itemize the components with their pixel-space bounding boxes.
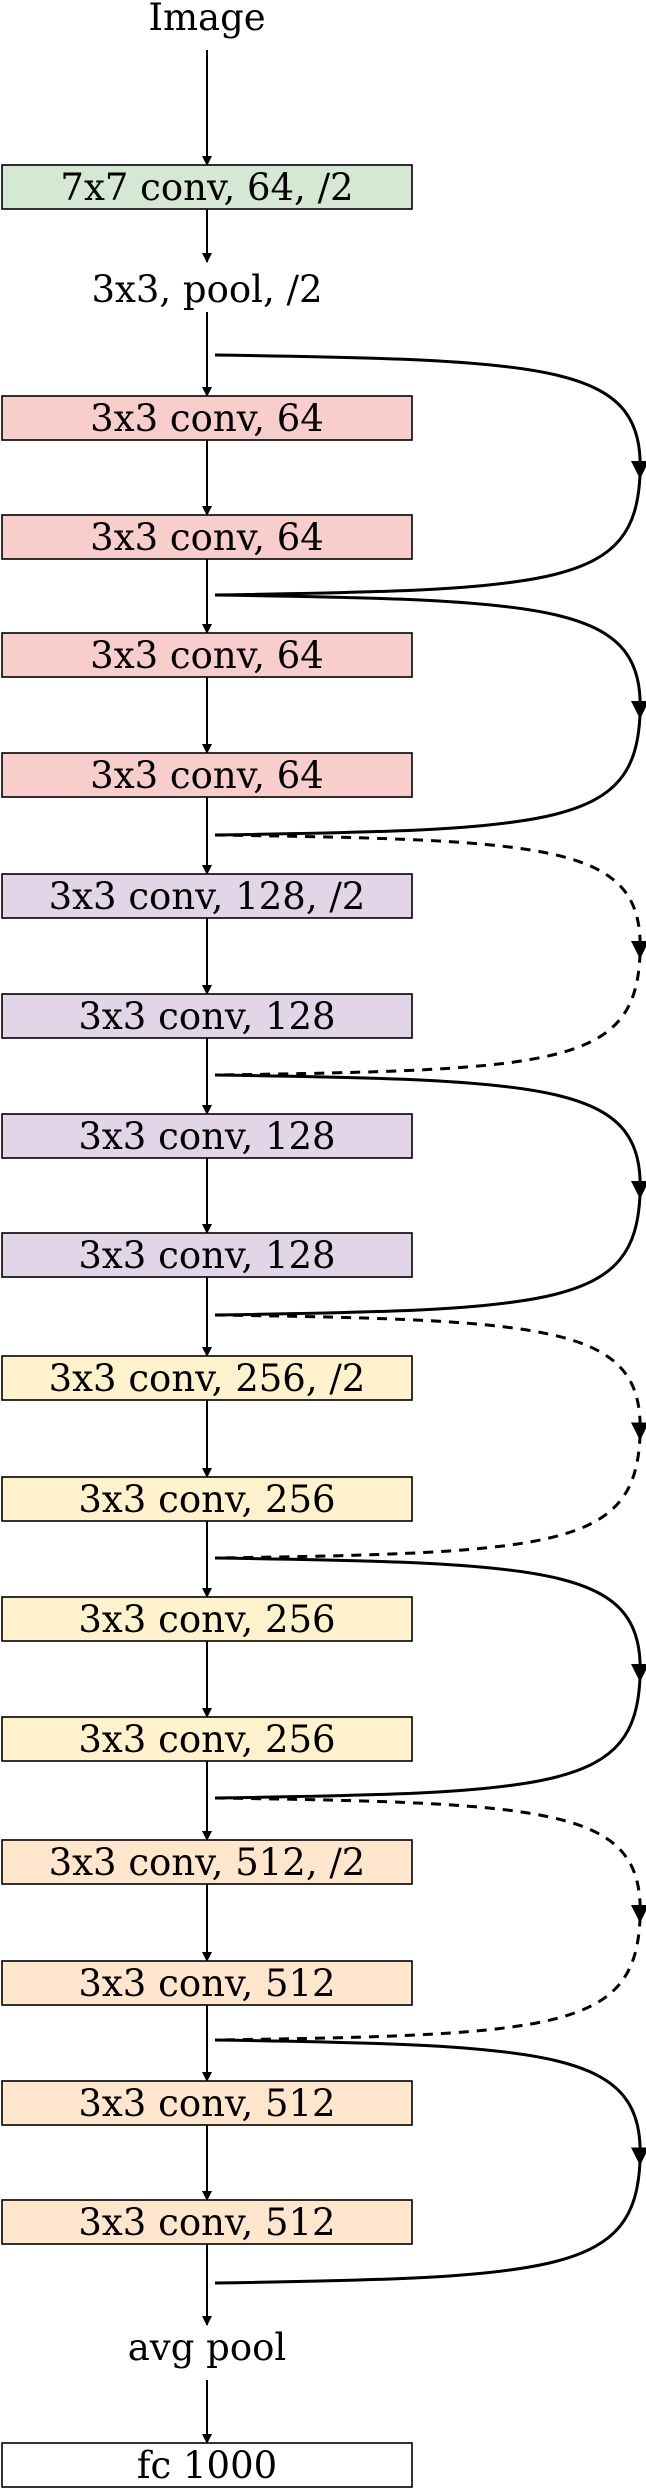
layer-boxes: 7x7 conv, 64, /2 3x3 conv, 64 3x3 conv, 64… — [1, 164, 413, 2488]
layer-1: 7x7 conv, 64, /2 — [1, 164, 413, 210]
layer-label: 3x3 conv, 64 — [90, 397, 324, 440]
layer-14: 3x3 conv, 512, /2 — [1, 1839, 413, 1885]
skip-arrowhead — [631, 461, 646, 479]
layer-label: 3x3 conv, 64 — [90, 516, 324, 559]
skip-arrowhead — [631, 1181, 646, 1199]
layer-label: 3x3 conv, 128, /2 — [49, 875, 366, 918]
layer-11: 3x3 conv, 256 — [1, 1476, 413, 1522]
skip-arrowhead — [631, 1664, 646, 1682]
layer-box — [1, 1960, 413, 2006]
layer-label: 3x3 conv, 256 — [78, 1478, 335, 1521]
layer-box — [1, 395, 413, 441]
layer-2: 3x3 conv, 64 — [1, 395, 413, 441]
layer-box — [1, 2199, 413, 2245]
skip-arrowhead — [631, 701, 646, 719]
maxpool-label: 3x3, pool, /2 — [91, 268, 322, 311]
layer-12: 3x3 conv, 256 — [1, 1596, 413, 1642]
layer-box — [1, 632, 413, 678]
layer-label: 3x3 conv, 64 — [90, 634, 324, 677]
layer-label: 3x3 conv, 256 — [78, 1598, 335, 1641]
layer-box — [1, 514, 413, 560]
layer-label: 7x7 conv, 64, /2 — [60, 166, 353, 209]
layer-box — [1, 993, 413, 1039]
layer-box — [1, 1596, 413, 1642]
layer-label: 3x3 conv, 64 — [90, 754, 324, 797]
layer-box — [1, 1355, 413, 1401]
layer-box — [1, 2442, 413, 2488]
input-image-label: Image — [148, 0, 265, 39]
layer-17: 3x3 conv, 512 — [1, 2199, 413, 2245]
layer-box — [1, 1716, 413, 1762]
layer-8: 3x3 conv, 128 — [1, 1113, 413, 1159]
layer-7: 3x3 conv, 128 — [1, 993, 413, 1039]
layer-box — [1, 1113, 413, 1159]
layer-18: fc 1000 — [1, 2442, 413, 2488]
layer-label: 3x3 conv, 128 — [78, 1234, 335, 1277]
layer-label: 3x3 conv, 512 — [78, 2082, 335, 2125]
layer-10: 3x3 conv, 256, /2 — [1, 1355, 413, 1401]
layer-15: 3x3 conv, 512 — [1, 1960, 413, 2006]
layer-label: 3x3 conv, 512 — [78, 2201, 335, 2244]
skip-connection-dashed — [214, 833, 642, 1077]
layer-box — [1, 752, 413, 798]
layer-label: 3x3 conv, 512 — [78, 1962, 335, 2005]
layer-13: 3x3 conv, 256 — [1, 1716, 413, 1762]
skip-arrowhead — [631, 2147, 646, 2166]
layer-4: 3x3 conv, 64 — [1, 632, 413, 678]
skip-connection-solid — [214, 593, 642, 837]
layer-label: 3x3 conv, 256, /2 — [49, 1357, 366, 1400]
layer-box — [1, 2080, 413, 2126]
skip-arrowhead — [631, 1905, 646, 1923]
skip-connection-solid — [214, 1073, 642, 1317]
layer-3: 3x3 conv, 64 — [1, 514, 413, 560]
layer-box — [1, 873, 413, 919]
layer-5: 3x3 conv, 64 — [1, 752, 413, 798]
layer-label: 3x3 conv, 128 — [78, 995, 335, 1038]
skip-connection-solid — [214, 1556, 642, 1800]
skip-connections — [214, 353, 646, 2285]
layer-box — [1, 1232, 413, 1278]
layer-label: 3x3 conv, 512, /2 — [49, 1841, 366, 1884]
layer-6: 3x3 conv, 128, /2 — [1, 873, 413, 919]
layer-box — [1, 1839, 413, 1885]
layer-9: 3x3 conv, 128 — [1, 1232, 413, 1278]
layer-box — [1, 1476, 413, 1522]
layer-label: 3x3 conv, 128 — [78, 1115, 335, 1158]
layer-label: 3x3 conv, 256 — [78, 1718, 335, 1761]
layer-box — [1, 164, 413, 210]
skip-arrowhead — [631, 941, 646, 959]
skip-arrowhead — [631, 1422, 646, 1441]
layer-label: fc 1000 — [137, 2444, 277, 2487]
skip-connection-solid — [214, 2038, 642, 2285]
avgpool-label: avg pool — [128, 2326, 286, 2369]
layer-16: 3x3 conv, 512 — [1, 2080, 413, 2126]
